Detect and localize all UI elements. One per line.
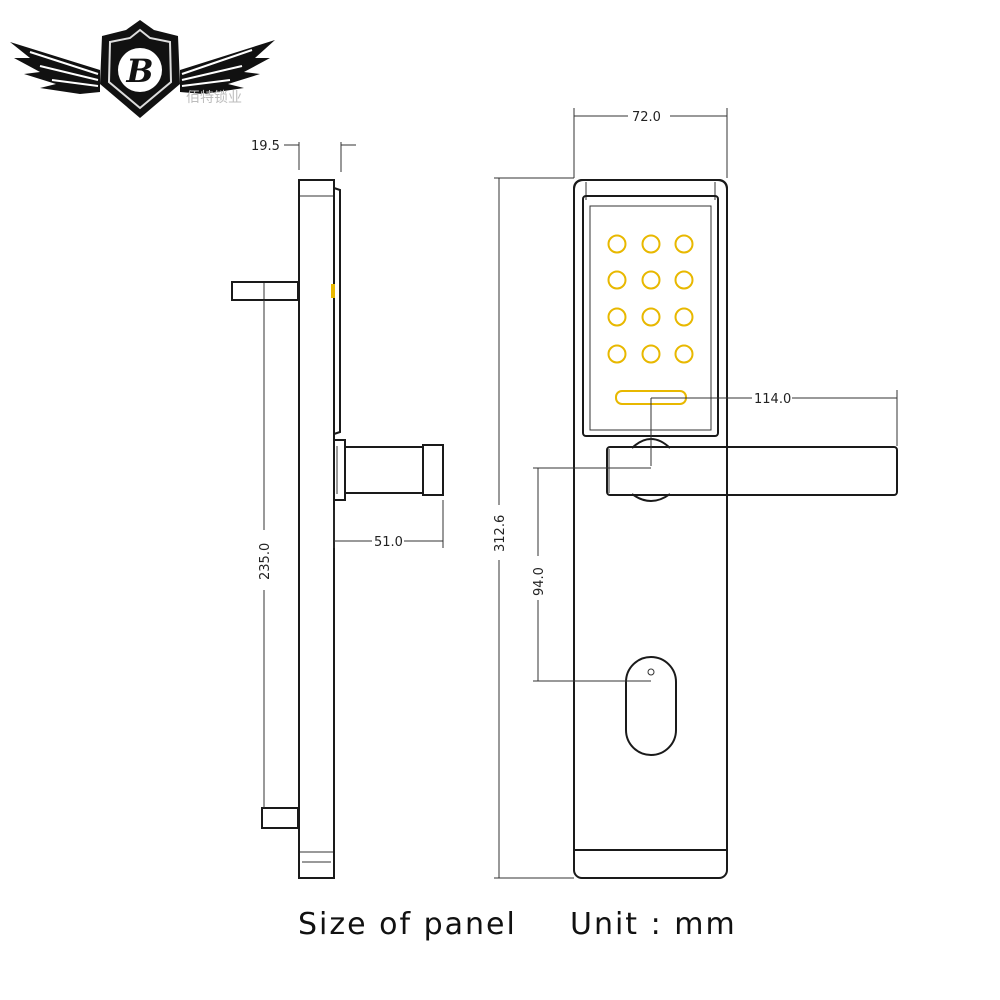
dim-panel-height: 312.6	[493, 177, 574, 879]
keypad-button	[641, 234, 661, 254]
left-wing-icon	[10, 42, 100, 94]
keypad-button	[674, 307, 694, 327]
front-handle-lever	[606, 446, 898, 496]
keypad-buttons	[607, 234, 694, 364]
dim-panel-width: 72.0	[573, 108, 728, 178]
front-top-cap	[573, 179, 728, 206]
keypad-button	[641, 270, 661, 290]
side-top-spindle	[231, 281, 299, 301]
dim-panel-height-label: 312.6	[493, 515, 508, 552]
logo-text: 佰特锁业	[186, 90, 242, 106]
keyhole-dot	[647, 668, 655, 676]
caption: Size of panel Unit : mm	[298, 907, 737, 942]
keypad-button	[641, 344, 661, 364]
dim-spindle-spacing-label: 235.0	[258, 543, 273, 580]
keypad-button	[607, 234, 627, 254]
dim-side-thickness: 19.5	[251, 139, 356, 172]
side-body	[298, 179, 335, 879]
keypad-button	[674, 234, 694, 254]
keypad-button	[607, 307, 627, 327]
keyhole-cylinder	[625, 656, 677, 756]
logo-monogram: B	[125, 52, 153, 90]
dim-side-thickness-label: 19.5	[251, 139, 280, 154]
dim-handle-to-keyhole: 94.0	[532, 467, 651, 682]
front-view: 72.0 312.6 114.0 94.0	[493, 108, 898, 879]
dim-spindle-spacing: 235.0	[258, 300, 273, 808]
side-view: 19.5 51.0 235.0	[231, 139, 444, 879]
brand-logo: B 佰特锁业	[10, 20, 275, 118]
dim-panel-width-label: 72.0	[632, 110, 661, 125]
shield-icon: B	[100, 20, 180, 118]
caption-unit: Unit : mm	[570, 907, 737, 942]
keypad-button	[674, 344, 694, 364]
side-indicator	[331, 284, 335, 298]
keypad-button	[607, 344, 627, 364]
keypad-button	[641, 307, 661, 327]
dim-handle-length-label: 114.0	[754, 392, 791, 407]
side-bottom-spindle	[261, 807, 299, 829]
keypad-button	[674, 270, 694, 290]
dim-handle-length: 114.0	[650, 390, 898, 466]
side-panel-face	[333, 187, 341, 435]
dim-handle-depth-label: 51.0	[374, 535, 403, 550]
caption-title: Size of panel	[298, 907, 517, 942]
keypad-button	[607, 270, 627, 290]
dim-handle-to-keyhole-label: 94.0	[532, 567, 547, 596]
right-wing-icon	[180, 40, 275, 94]
side-handle	[334, 439, 444, 501]
dim-handle-depth: 51.0	[333, 500, 444, 550]
